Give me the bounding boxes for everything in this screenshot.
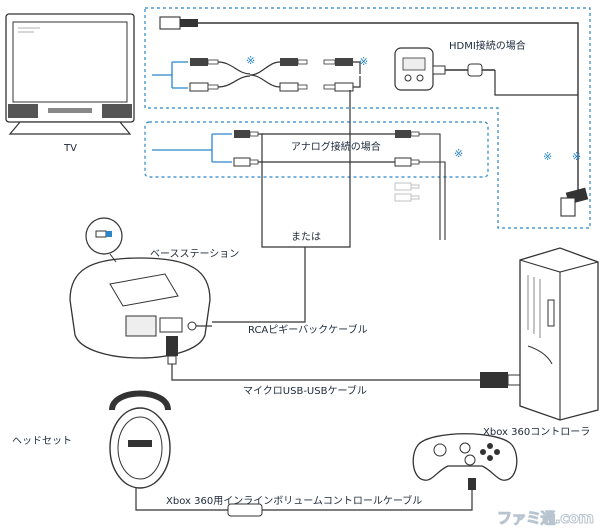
usb-cable-label: マイクロUSB-USBケーブル (243, 386, 367, 397)
or-cables (212, 90, 351, 323)
component-cable-right (323, 58, 361, 92)
component-cable-left (189, 58, 308, 92)
usb-cable (166, 336, 523, 388)
base-station-label: ベースステーション (150, 249, 240, 260)
note-mark: ※ (359, 55, 369, 68)
xbox-console-illustration (519, 247, 599, 421)
base-station-illustration (69, 257, 212, 359)
watermark: ファミ通.com (497, 509, 595, 528)
headset-illustration (109, 390, 476, 517)
or-label: または (291, 232, 321, 243)
note-mark: ※ (246, 54, 256, 67)
rca-cable-label: RCAピギーバックケーブル (248, 325, 368, 336)
controller-label: Xbox 360コントローラ (483, 427, 591, 438)
rca-cable-analog (233, 130, 446, 240)
base-station-inset (85, 217, 123, 263)
controller-illustration (412, 433, 518, 481)
analog-bracket (152, 133, 232, 163)
note-mark: ※ (454, 147, 464, 160)
analog-case-label: アナログ接続の場合 (291, 142, 381, 153)
hdmi-group-outline (144, 7, 591, 229)
hdmi-case-label: HDMI接続の場合 (449, 41, 526, 52)
tv-illustration (5, 13, 135, 135)
analog-group-outline (144, 121, 489, 178)
volume-cable-label: Xbox 360用インラインボリュームコントロールケーブル (166, 496, 423, 507)
hdmi-adapter (394, 47, 495, 91)
note-mark: ※ (572, 150, 582, 163)
hdmi-bracket (152, 61, 188, 89)
headset-label: ヘッドセット (12, 436, 72, 447)
note-mark: ※ (543, 150, 553, 163)
hdmi-cable (159, 16, 589, 217)
spare-rca-plugs (394, 182, 420, 202)
tv-label: TV (64, 143, 77, 154)
